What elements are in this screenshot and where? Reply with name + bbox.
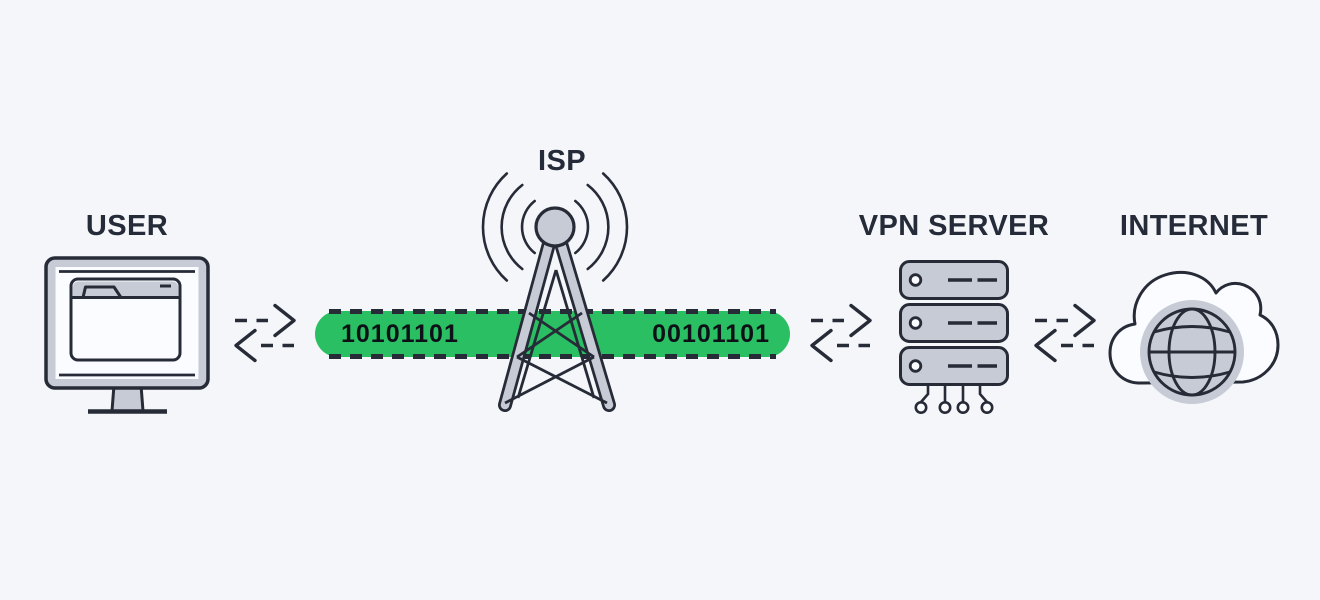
user-label: USER (85, 210, 169, 242)
desktop-computer-icon (44, 256, 210, 414)
isp-label: ISP (538, 145, 586, 177)
packet-value-left: 10101101 (341, 320, 459, 348)
bidirectional-dashed-arrows-icon (1034, 303, 1096, 363)
packet-value-right: 00101101 (652, 320, 770, 348)
globe-in-cloud-icon (1108, 270, 1280, 404)
radio-tower-icon (481, 172, 629, 412)
bidirectional-dashed-arrows-icon (234, 303, 296, 363)
server-stack-icon (899, 260, 1009, 415)
internet-label: INTERNET (1119, 210, 1269, 242)
bidirectional-dashed-arrows-icon (810, 303, 872, 363)
vpn-server-label: VPN SERVER (858, 210, 1050, 242)
